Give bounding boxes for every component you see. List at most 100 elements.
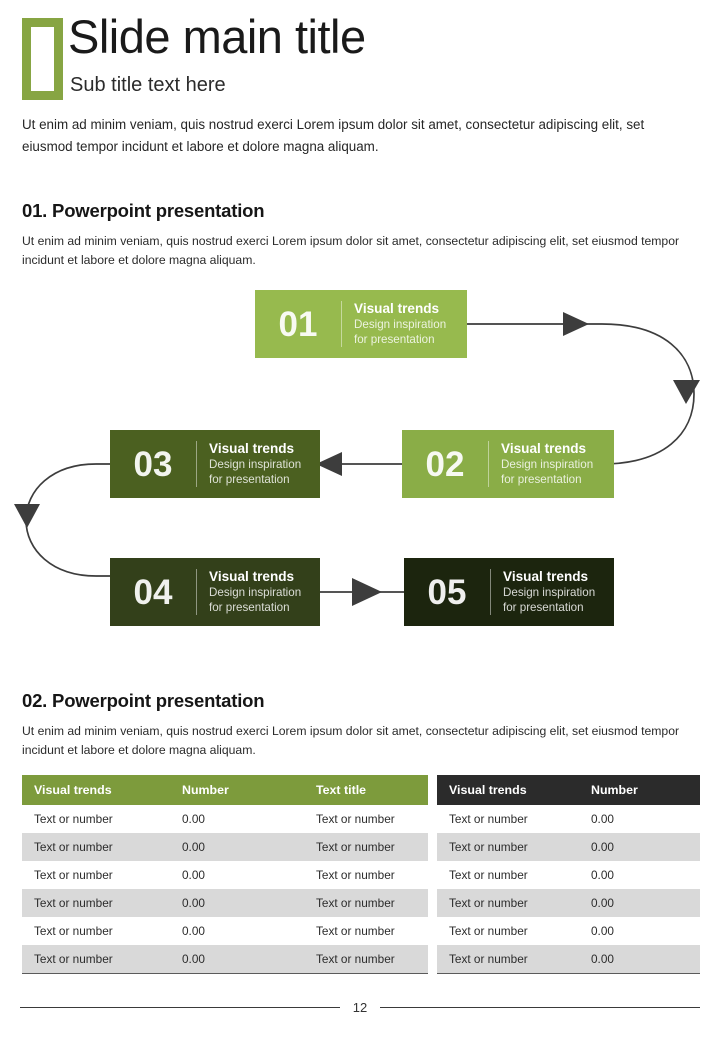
process-flow-diagram: 01 Visual trends Design inspiration for … <box>0 276 720 646</box>
arrowhead-left-mid <box>316 452 342 476</box>
table-row[interactable]: Text or number 0.00 <box>437 861 700 889</box>
page-title: Slide main title <box>68 10 366 63</box>
table-cell: Text or number <box>437 945 579 974</box>
table-header-row: Visual trends Number Text title <box>22 775 428 805</box>
table-cell: 0.00 <box>170 889 304 917</box>
table-cell: Text or number <box>304 889 428 917</box>
table-row[interactable]: Text or number 0.00 Text or number <box>22 917 428 945</box>
arrowhead-right-top <box>563 312 589 336</box>
table-cell: Text or number <box>437 917 579 945</box>
step-subline2-05: for presentation <box>503 601 584 615</box>
step-number-01: 01 <box>278 304 318 344</box>
step-divider-04 <box>196 569 197 615</box>
table-left-col-header-2[interactable]: Number <box>170 775 304 805</box>
table-cell: 0.00 <box>579 861 700 889</box>
data-table-left: Visual trends Number Text title Text or … <box>22 775 428 974</box>
step-title-01: Visual trends <box>354 301 440 317</box>
table-cell: 0.00 <box>579 833 700 861</box>
page-subtitle: Sub title text here <box>70 74 226 96</box>
section-2-heading: 02. Powerpoint presentation <box>22 690 265 711</box>
step-number-05: 05 <box>427 572 467 612</box>
footer-rule-right <box>380 1006 701 1008</box>
slide-header: Slide main title Sub title text here Ut … <box>0 0 720 175</box>
step-subline2-01: for presentation <box>354 333 435 347</box>
step-box-04[interactable]: 04 Visual trends Design inspiration for … <box>110 558 320 626</box>
step-number-02: 02 <box>425 444 465 484</box>
step-box-01[interactable]: 01 Visual trends Design inspiration for … <box>255 290 467 358</box>
step-text-03: Visual trends Design inspiration for pre… <box>209 440 301 488</box>
table-right-col-header-2[interactable]: Number <box>579 775 700 805</box>
table-row[interactable]: Text or number 0.00 <box>437 945 700 974</box>
step-box-05[interactable]: 05 Visual trends Design inspiration for … <box>404 558 614 626</box>
table-cell: Text or number <box>437 889 579 917</box>
step-text-04: Visual trends Design inspiration for pre… <box>209 568 301 616</box>
table-cell: 0.00 <box>579 917 700 945</box>
arrowhead-right-bottom <box>352 578 382 606</box>
step-subline2-02: for presentation <box>501 473 582 487</box>
title-accent-box <box>22 18 63 100</box>
arrowhead-down-right <box>673 380 700 404</box>
section-2-body: Ut enim ad minim veniam, quis nostrud ex… <box>22 724 680 757</box>
step-title-02: Visual trends <box>501 441 587 457</box>
table-row[interactable]: Text or number 0.00 <box>437 889 700 917</box>
data-table-right: Visual trends Number Text or number 0.00… <box>437 775 700 974</box>
table-cell: Text or number <box>437 805 579 833</box>
arrowhead-down-left <box>14 504 40 528</box>
step-box-03[interactable]: 03 Visual trends Design inspiration for … <box>110 430 320 498</box>
step-divider-02 <box>488 441 489 487</box>
table-cell: Text or number <box>304 945 428 974</box>
table-row[interactable]: Text or number 0.00 Text or number <box>22 861 428 889</box>
page-number: 12 <box>352 999 368 1015</box>
table-cell: 0.00 <box>170 917 304 945</box>
step-divider-05 <box>490 569 491 615</box>
table-cell: 0.00 <box>170 861 304 889</box>
table-row[interactable]: Text or number 0.00 Text or number <box>22 805 428 833</box>
step-subline1-05: Design inspiration <box>503 586 596 600</box>
step-subline2-03: for presentation <box>209 473 290 487</box>
table-row[interactable]: Text or number 0.00 <box>437 805 700 833</box>
step-number-04: 04 <box>133 572 173 612</box>
step-subline1-01: Design inspiration <box>354 318 447 332</box>
step-subline1-04: Design inspiration <box>209 586 302 600</box>
table-cell: Text or number <box>437 833 579 861</box>
table-cell: Text or number <box>304 861 428 889</box>
step-text-01: Visual trends Design inspiration for pre… <box>354 300 446 348</box>
step-text-05: Visual trends Design inspiration for pre… <box>503 568 595 616</box>
table-cell: 0.00 <box>579 805 700 833</box>
table-left-col-header-3[interactable]: Text title <box>304 775 428 805</box>
table-row[interactable]: Text or number 0.00 Text or number <box>22 945 428 974</box>
table-left-col-header-1[interactable]: Visual trends <box>22 775 170 805</box>
footer-rule-left <box>19 1006 340 1008</box>
table-cell: 0.00 <box>579 945 700 974</box>
table-cell: 0.00 <box>579 889 700 917</box>
step-title-05: Visual trends <box>503 569 589 585</box>
table-cell: Text or number <box>22 833 170 861</box>
step-subline2-04: for presentation <box>209 601 290 615</box>
header-body-text: Ut enim ad minim veniam, quis nostrud ex… <box>22 117 645 154</box>
step-divider-01 <box>341 301 342 347</box>
table-cell: Text or number <box>437 861 579 889</box>
table-cell: Text or number <box>22 917 170 945</box>
table-cell: 0.00 <box>170 833 304 861</box>
table-cell: 0.00 <box>170 805 304 833</box>
table-row[interactable]: Text or number 0.00 <box>437 917 700 945</box>
table-cell: 0.00 <box>170 945 304 974</box>
step-subline1-02: Design inspiration <box>501 458 594 472</box>
section-1-heading: 01. Powerpoint presentation <box>22 200 265 221</box>
table-cell: Text or number <box>304 833 428 861</box>
table-row[interactable]: Text or number 0.00 <box>437 833 700 861</box>
connector-03-to-04 <box>25 463 110 577</box>
step-divider-03 <box>196 441 197 487</box>
table-row[interactable]: Text or number 0.00 Text or number <box>22 889 428 917</box>
table-cell: Text or number <box>304 805 428 833</box>
step-title-03: Visual trends <box>209 441 295 457</box>
section-1-body: Ut enim ad minim veniam, quis nostrud ex… <box>22 234 680 267</box>
connector-01-to-02 <box>467 323 695 465</box>
slide-footer: 12 <box>0 992 720 1022</box>
table-cell: Text or number <box>22 805 170 833</box>
step-box-02[interactable]: 02 Visual trends Design inspiration for … <box>402 430 614 498</box>
step-subline1-03: Design inspiration <box>209 458 302 472</box>
step-title-04: Visual trends <box>209 569 295 585</box>
table-row[interactable]: Text or number 0.00 Text or number <box>22 833 428 861</box>
table-right-col-header-1[interactable]: Visual trends <box>437 775 579 805</box>
